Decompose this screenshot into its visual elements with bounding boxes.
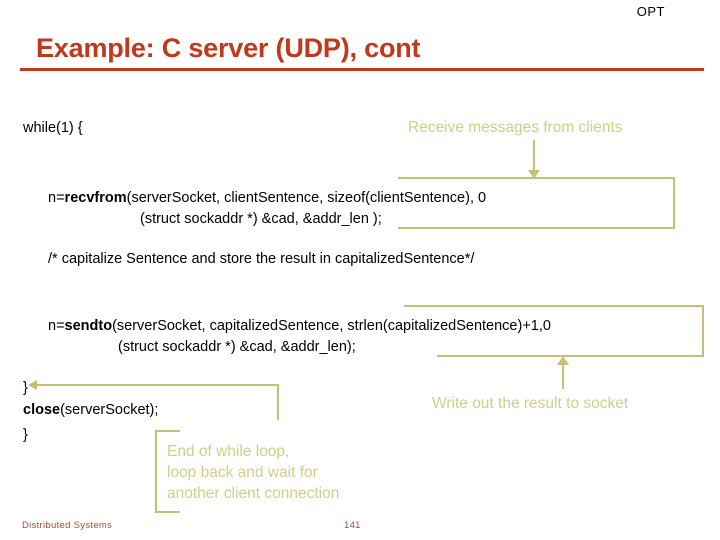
code-line-sendto: n=sendto(serverSocket, capitalizedSenten… [48,316,551,337]
arrow-left-icon [28,380,37,390]
opt-tag: OPT [636,4,665,19]
code-line-close: close(serverSocket); [23,400,158,421]
sendto-box-right-border [702,305,704,357]
callout-receive-messages: Receive messages from clients [408,119,623,136]
close-function-name: close [23,402,61,418]
callout-write-result: Write out the result to socket [432,395,629,412]
code-line-closing-brace-main: } [23,427,28,443]
sendto-box-top-border [404,305,704,307]
recvfrom-box-top-border [398,177,675,179]
code-line-recvfrom-cont: (struct sockaddr *) &cad, &addr_len ); [140,211,382,227]
code-line-comment: /* capitalize Sentence and store the res… [48,251,475,267]
arrow-receive-stem [533,140,535,175]
loop-bracket-left [155,430,157,513]
code-line-while: while(1) { [23,120,83,136]
title-underline-rule [20,68,704,71]
callout-loop-line-1: End of while loop, [167,443,290,460]
loop-bracket-top [155,430,180,432]
callout-end-of-while-loop: End of while loop, loop back and wait fo… [167,441,339,504]
page-title: Example: C server (UDP), cont [36,33,421,63]
arrow-write-stem [562,363,564,389]
loop-bracket-bottom [155,511,180,513]
code-line-sendto-cont: (struct sockaddr *) &cad, &addr_len); [118,339,356,355]
footer-course-name: Distributed Systems [22,520,113,531]
callout-loop-line-2: loop back and wait for [167,464,318,481]
code-line-recvfrom: n=recvfrom(serverSocket, clientSentence,… [48,188,486,209]
recvfrom-box-bottom-border [398,227,675,229]
arrow-up-icon [557,356,569,365]
close-arguments: (serverSocket); [60,402,159,418]
recvfrom-function-name: recvfrom [64,190,127,206]
recvfrom-arguments: (serverSocket, clientSentence, sizeof(cl… [126,190,487,206]
callout-loop-line-3: another client connection [167,485,340,502]
recvfrom-box-right-border [673,177,675,229]
arrow-down-icon [528,170,540,179]
sendto-assign: n= [48,318,65,334]
arrow-loopback-horizontal [36,384,279,386]
footer-page-number: 141 [344,520,361,531]
code-line-closing-brace-while: } [23,380,28,396]
recvfrom-assign: n= [48,190,65,206]
sendto-function-name: sendto [64,318,113,334]
arrow-loopback-vertical [277,384,279,420]
sendto-box-bottom-border [437,355,704,357]
sendto-arguments: (serverSocket, capitalizedSentence, strl… [112,318,551,334]
